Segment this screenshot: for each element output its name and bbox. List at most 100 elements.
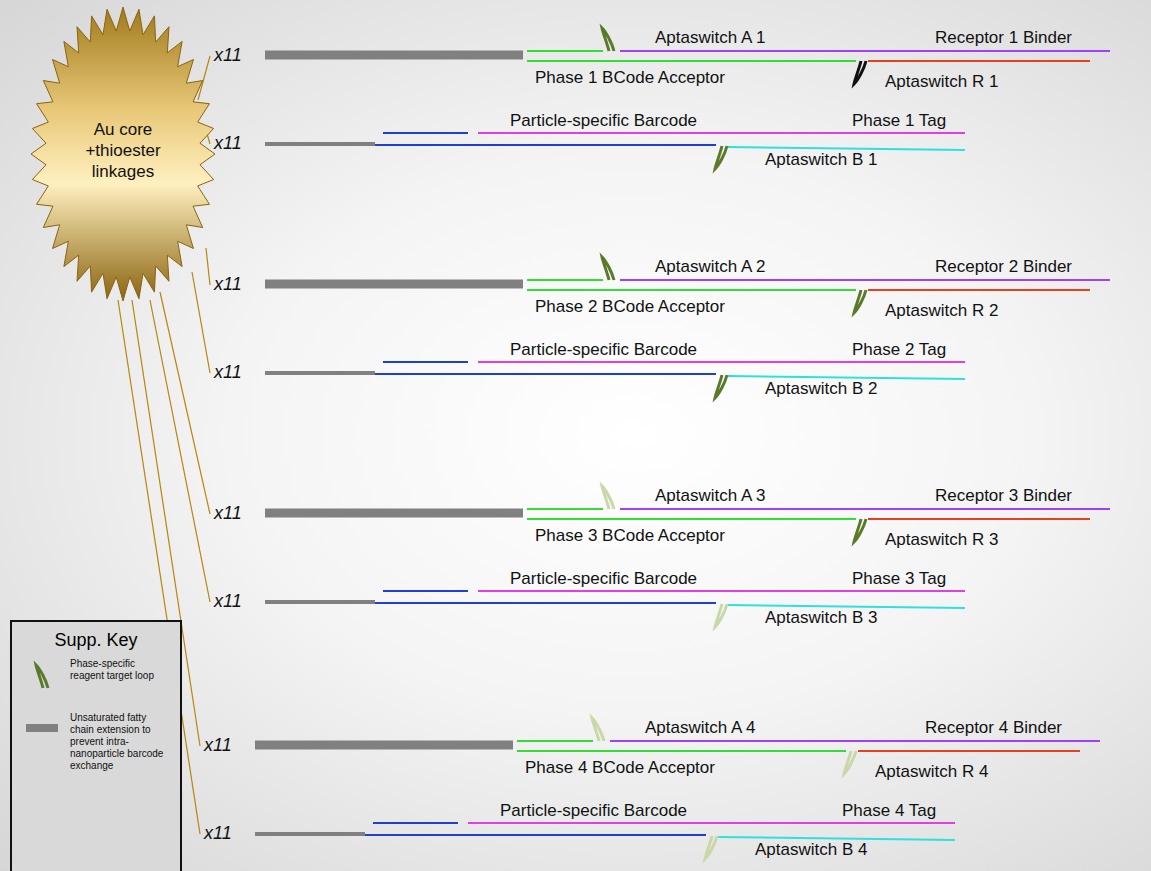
legend-item: Phase-specific reagent target loop (20, 658, 180, 682)
strand-line (383, 590, 468, 592)
legend-text: Phase-specific reagent target loop (70, 658, 170, 682)
strand-line (383, 361, 468, 363)
strand-line (383, 132, 468, 134)
strand-line (868, 518, 1090, 520)
strand-line (527, 50, 603, 52)
core-label: Au core +thioester linkages (73, 119, 173, 182)
strand-label: Phase 4 Tag (842, 801, 936, 821)
strand-label: Aptaswitch R 2 (885, 301, 998, 321)
strand-line (365, 834, 706, 836)
strand-label: Receptor 4 Binder (925, 718, 1062, 738)
target-loop (602, 28, 614, 51)
strand-line (478, 590, 965, 592)
strand-label: Particle-specific Barcode (510, 111, 697, 131)
multiplicity-label: x11 (204, 823, 232, 843)
strand-label: Aptaswitch R 4 (875, 762, 988, 782)
leader-line (198, 56, 210, 100)
target-loop (854, 61, 866, 84)
target-loop (705, 836, 717, 859)
leader-line (192, 272, 210, 373)
strand-line (620, 508, 1110, 510)
multiplicity-label: x11 (214, 591, 242, 611)
strand-line (858, 750, 1080, 752)
strand-line (728, 376, 965, 379)
strand-label: Receptor 3 Binder (935, 486, 1072, 506)
target-loop (715, 146, 727, 169)
strand-line (527, 508, 603, 510)
strand-line (868, 60, 1090, 62)
fatty-chain-sample (20, 712, 68, 752)
target-loop (854, 519, 866, 542)
strand-line (375, 144, 716, 146)
strand-label: Receptor 1 Binder (935, 28, 1072, 48)
leader-line (160, 292, 210, 514)
strand-label: Aptaswitch A 3 (655, 486, 766, 506)
strand-line (527, 518, 856, 520)
strand-line (728, 605, 965, 608)
legend-item: Unsaturated fatty chain extension to pre… (20, 712, 180, 772)
multiplicity-label: x11 (214, 362, 242, 382)
target-loop (844, 751, 856, 774)
strand-line (265, 600, 375, 604)
leader-line (150, 300, 210, 602)
gold-core: Au core +thioester linkages (28, 4, 218, 304)
strand-label: Phase 2 Tag (852, 340, 946, 360)
strand-line (610, 740, 1100, 742)
strand-line (265, 142, 375, 146)
strand-label: Phase 1 Tag (852, 111, 946, 131)
strand-line (478, 361, 965, 363)
strand-label: Particle-specific Barcode (510, 340, 697, 360)
strand-line (468, 822, 955, 824)
strand-line (265, 280, 523, 289)
phase-strands (265, 486, 1110, 627)
strand-label: Aptaswitch A 1 (655, 28, 766, 48)
strand-line (517, 750, 846, 752)
strand-label: Aptaswitch B 2 (765, 379, 877, 399)
strand-label: Receptor 2 Binder (935, 257, 1072, 277)
strand-label: Phase 4 BCode Acceptor (525, 758, 715, 778)
strand-line (265, 509, 523, 518)
phase-strands (265, 257, 1110, 398)
strand-label: Phase 1 BCode Acceptor (535, 68, 725, 88)
strand-line (255, 741, 513, 750)
multiplicity-label: x11 (214, 274, 242, 294)
target-loop (602, 486, 614, 509)
strand-label: Aptaswitch R 3 (885, 530, 998, 550)
strand-line (718, 837, 955, 840)
strand-label: Particle-specific Barcode (500, 801, 687, 821)
strand-label: Aptaswitch A 4 (645, 718, 756, 738)
phase-strands (255, 718, 1100, 859)
target-loop (715, 375, 727, 398)
strand-line (620, 279, 1110, 281)
strand-line (527, 60, 856, 62)
target-loop (602, 257, 614, 280)
target-loop (715, 604, 727, 627)
strand-line (620, 50, 1110, 52)
strand-label: Phase 3 Tag (852, 569, 946, 589)
strand-label: Aptaswitch B 4 (755, 840, 867, 860)
strand-line (527, 279, 603, 281)
legend-text: Unsaturated fatty chain extension to pre… (70, 712, 170, 772)
strand-label: Aptaswitch B 1 (765, 150, 877, 170)
key-box: Supp. KeyPhase-specific reagent target l… (10, 620, 182, 871)
leader-line (206, 248, 210, 285)
strand-label: Aptaswitch R 1 (885, 72, 998, 92)
strand-line (527, 289, 856, 291)
target-loop (854, 290, 866, 313)
strand-line (375, 602, 716, 604)
multiplicity-label: x11 (204, 735, 232, 755)
multiplicity-label: x11 (214, 133, 242, 153)
strand-line (373, 822, 458, 824)
strand-line (868, 289, 1090, 291)
multiplicity-label: x11 (214, 503, 242, 523)
strand-label: Aptaswitch A 2 (655, 257, 766, 277)
target-loop (592, 718, 604, 741)
strand-label: Particle-specific Barcode (510, 569, 697, 589)
strand-line (255, 832, 365, 836)
strand-line (517, 740, 593, 742)
strand-line (728, 147, 965, 150)
multiplicity-label: x11 (214, 45, 242, 65)
strand-label: Phase 2 BCode Acceptor (535, 297, 725, 317)
strand-line (265, 51, 523, 60)
strand-label: Phase 3 BCode Acceptor (535, 526, 725, 546)
